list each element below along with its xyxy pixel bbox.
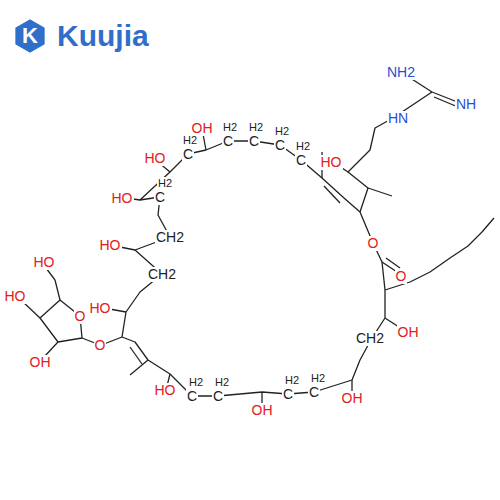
logo-text: Kuujia — [56, 20, 150, 52]
atom-label: H2 — [222, 121, 238, 134]
atom-label: H2 — [284, 374, 300, 387]
hexyl-chain — [385, 218, 494, 290]
ch2-bond — [55, 280, 60, 300]
methyl-bond — [368, 188, 392, 196]
atom-label: H2 — [295, 140, 311, 153]
atom-label: OH — [397, 325, 420, 340]
atom-label: O — [367, 236, 380, 251]
ring-bond — [122, 141, 385, 396]
atom-label: C — [274, 138, 286, 153]
atom-label: OH — [29, 355, 52, 370]
atom-label: OH — [251, 403, 274, 418]
oh-bond — [22, 301, 40, 318]
atom-label: HO — [33, 255, 56, 270]
atom-label: HO — [320, 155, 343, 170]
atom-label: H2 — [214, 376, 230, 389]
atom-label: NH2 — [386, 65, 416, 80]
atom-label: C — [182, 147, 194, 162]
methyl-bond — [130, 360, 148, 375]
atom-label: OH — [341, 391, 364, 406]
atom-label: C — [282, 387, 294, 402]
atom-label: H2 — [248, 121, 264, 134]
atom-label: C — [248, 134, 260, 149]
atom-label: HN — [387, 111, 409, 126]
atom-label: H2 — [274, 125, 290, 138]
atom-label: CH2 — [155, 230, 185, 245]
atom-label: HO — [154, 383, 177, 398]
atom-label: HO — [89, 301, 112, 316]
atom-label: NH — [455, 97, 477, 112]
double-bond — [324, 186, 340, 203]
oh-bond — [203, 134, 206, 150]
o-bond — [104, 337, 122, 344]
atom-label: C — [154, 190, 166, 205]
logo-icon — [16, 20, 44, 52]
double-bond — [130, 347, 142, 364]
atom-label: C — [295, 153, 307, 168]
atom-label: HO — [99, 238, 122, 253]
atom-label: H2 — [310, 372, 326, 385]
atom-label: C — [308, 385, 320, 400]
atom-label: HO — [144, 151, 167, 166]
atom-label: O — [94, 338, 107, 353]
side-chain — [348, 92, 432, 212]
atom-label: H2 — [188, 376, 204, 389]
carbonyl-bond — [386, 258, 400, 268]
atom-label: CH2 — [147, 267, 177, 282]
atom-label: H2 — [157, 177, 173, 190]
atom-label: C — [186, 389, 198, 404]
atom-label: C — [222, 134, 234, 149]
atom-label: H2 — [182, 134, 198, 147]
atom-label: HO — [111, 191, 134, 206]
atom-label: O — [74, 309, 87, 324]
logo-text: K — [21, 24, 39, 48]
oh-bond — [46, 268, 55, 280]
atom-label: HO — [4, 289, 27, 304]
atom-label: O — [395, 269, 408, 284]
atom-label: CH2 — [355, 331, 385, 346]
atom-label: C — [212, 389, 224, 404]
